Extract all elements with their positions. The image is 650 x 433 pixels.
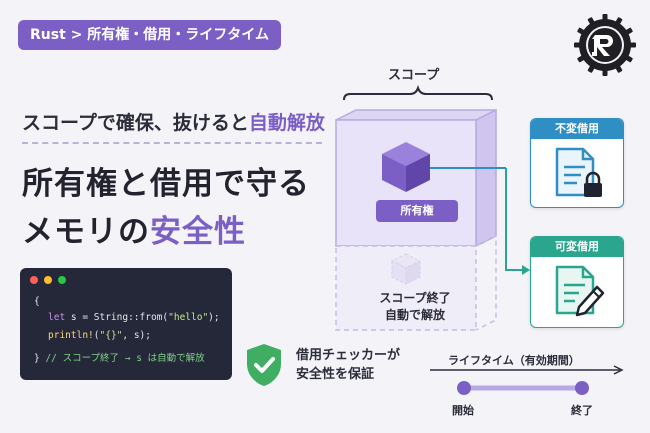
lifetime-end-label: 終了 [571,404,593,417]
divider [22,142,322,144]
code-string: "hello" [168,312,209,323]
code-text: , s); [122,330,151,341]
editable-document-icon [555,265,605,317]
owner-badge: 所有権 [376,200,458,222]
code-text: ( [93,330,100,341]
scope-brace [343,84,493,101]
close-dot-icon [30,276,38,284]
code-window: { let s = String::from("hello"); println… [20,268,232,380]
code-text: } [34,353,40,364]
minimize-dot-icon [44,276,52,284]
code-text: ); [208,312,220,323]
immutable-borrow-card: 不変借用 [530,118,624,208]
code-string: "{}" [99,330,123,341]
window-controls [30,276,66,284]
subtitle-text: スコープで確保、抜けると [22,112,249,134]
breadcrumb: Rust > 所有権・借用・ライフタイム [18,20,281,50]
lifetime-label: ライフタイム（有効期間） [448,354,580,367]
subtitle: スコープで確保、抜けると自動解放 [22,108,325,135]
title-line2-accent: 安全性 [150,214,246,250]
scope-end-line2: 自動で解放 [384,308,445,322]
borrow-checker-text: 借用チェッカーが 安全性を保証 [296,346,400,384]
code-macro: println! [48,330,94,341]
subtitle-accent: 自動解放 [248,112,325,134]
code-line-2: let s = String::from("hello"); [48,312,220,323]
borrow-checker-line1: 借用チェッカーが [296,348,401,363]
mutable-borrow-card: 可変借用 [530,236,624,328]
maximize-dot-icon [58,276,66,284]
title-line2-text: メモリの [22,214,150,250]
mutable-borrow-line [505,168,524,271]
freed-value-cube-icon [390,253,422,285]
borrow-checker-line2: 安全性を保証 [296,367,375,382]
scope-end-line1: スコープ終了 [379,291,451,305]
scope-diagram [335,84,530,331]
locked-document-icon [555,147,602,197]
code-line-3: println!("{}", s); [48,330,151,341]
shield-check-icon [247,344,281,386]
scope-label: スコープ [388,68,440,83]
mutable-borrow-title: 可変借用 [531,237,623,257]
immutable-borrow-title: 不変借用 [531,119,623,139]
lifetime-timeline [430,365,624,395]
page-title-line2: メモリの安全性 [22,206,246,251]
scope-end-text: スコープ終了 自動で解放 [360,290,470,324]
page-title-line1: 所有権と借用で守る [22,166,310,202]
rust-logo [574,14,636,76]
arrow-head-icon [522,265,530,275]
code-text: s = String::from( [65,312,169,323]
code-keyword: let [48,312,66,323]
code-comment: // スコープ終了 → s は自動で解放 [39,353,205,364]
lifetime-start-label: 開始 [452,404,474,417]
code-line-4: } // スコープ終了 → s は自動で解放 [34,350,205,364]
owned-value-cube-icon [382,142,430,192]
code-line-1: { [34,296,40,307]
